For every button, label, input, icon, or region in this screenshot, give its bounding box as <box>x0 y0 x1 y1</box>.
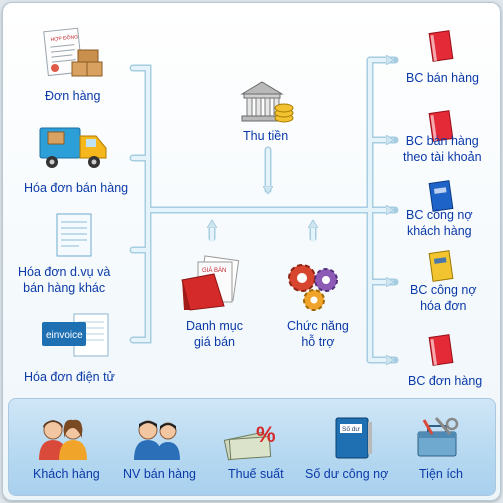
blue-book-icon[interactable] <box>427 180 454 214</box>
bottom-label-so-du-cong-no[interactable]: Số dư công nợ <box>305 467 389 481</box>
svg-text:HỢP ĐỒNG: HỢP ĐỒNG <box>50 33 78 43</box>
gears-icon[interactable] <box>284 260 344 312</box>
right-label-bc-cong-no-hoa-don[interactable]: BC công nợ hóa đơn <box>410 283 477 313</box>
left-label-hoa-don-dien-tu[interactable]: Hóa đơn điện tử <box>24 370 115 384</box>
center-label-thu-tien[interactable]: Thu tiền <box>243 129 289 143</box>
toolbox-icon[interactable] <box>414 416 462 460</box>
red-book-icon[interactable] <box>427 110 454 144</box>
einvoice-icon[interactable]: einvoice <box>40 310 112 358</box>
service-invoice-icon[interactable] <box>55 212 95 258</box>
tax-money-icon[interactable]: % <box>222 420 282 461</box>
center-label-chuc-nang-ho-tro[interactable]: Chức năng hỗ trợ <box>287 319 349 349</box>
svg-text:GIÁ BÁN: GIÁ BÁN <box>202 267 226 274</box>
left-label-hoa-don-ban-hang[interactable]: Hóa đơn bán hàng <box>24 181 129 195</box>
sales-staff-icon[interactable] <box>130 418 184 460</box>
right-label-bc-don-hang[interactable]: BC đơn hàng <box>408 374 483 388</box>
yellow-book-icon[interactable] <box>427 250 454 284</box>
left-bracket <box>131 66 150 342</box>
bottom-label-tien-ich[interactable]: Tiện ích <box>419 467 464 481</box>
price-folder-icon[interactable]: GIÁ BÁN <box>180 255 242 312</box>
right-label-bc-ban-hang-theo-tai-khoan[interactable]: BC bán hàng theo tài khoản <box>403 134 482 164</box>
red-book-icon[interactable] <box>427 334 454 368</box>
contract-icon[interactable]: HỢP ĐỒNG <box>42 27 106 80</box>
truck-icon[interactable] <box>38 124 110 172</box>
bank-coins-icon[interactable] <box>240 78 296 126</box>
svg-text:Số dư: Số dư <box>342 424 360 433</box>
right-label-bc-ban-hang[interactable]: BC bán hàng <box>406 71 479 85</box>
customers-icon[interactable] <box>37 418 91 460</box>
left-label-hoa-don-dich-vu[interactable]: Hóa đơn d.vụ và bán hàng khác <box>18 265 111 295</box>
bottom-label-khach-hang[interactable]: Khách hàng <box>33 467 100 481</box>
svg-text:%: % <box>256 422 276 447</box>
bottom-label-thue-suat[interactable]: Thuế suất <box>228 467 284 481</box>
ledger-book-icon[interactable]: Số dư <box>332 416 374 462</box>
center-label-danh-muc-gia-ban[interactable]: Danh mục giá bán <box>186 319 243 349</box>
left-label-don-hang[interactable]: Đơn hàng <box>45 89 101 103</box>
bottom-label-nv-ban-hang[interactable]: NV bán hàng <box>123 467 196 481</box>
svg-text:einvoice: einvoice <box>46 330 83 341</box>
red-book-icon[interactable] <box>427 30 454 64</box>
right-label-bc-cong-no-khach-hang[interactable]: BC công nợ khách hàng <box>406 208 473 238</box>
